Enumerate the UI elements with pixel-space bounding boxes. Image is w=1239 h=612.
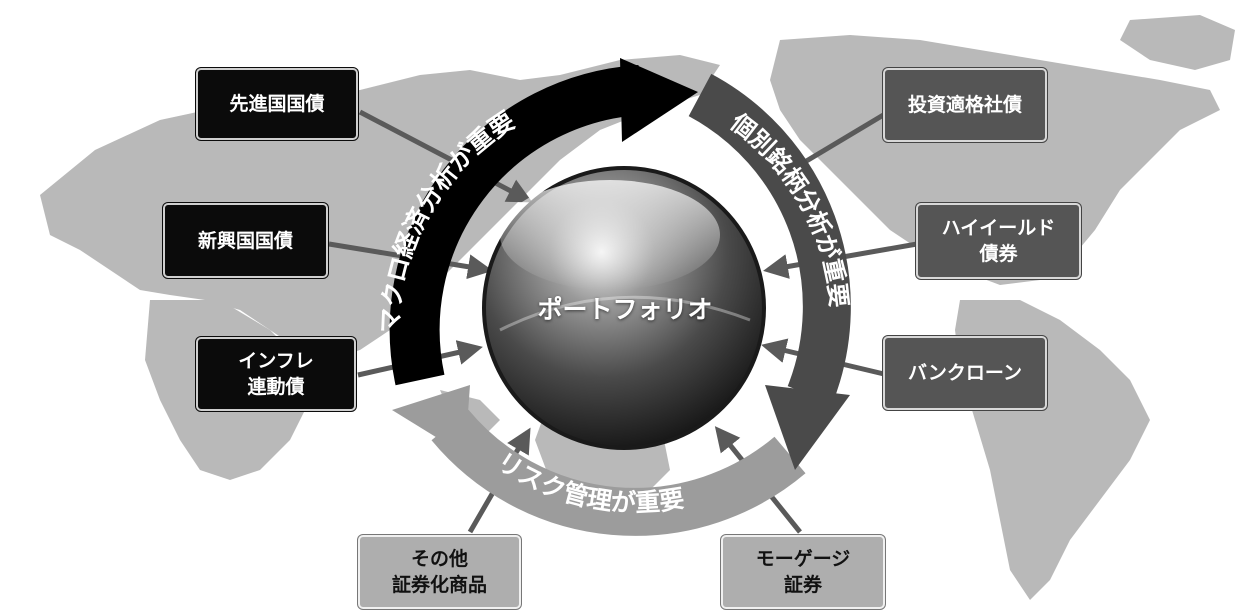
macro-arrow bbox=[389, 65, 642, 386]
box-emerging-bonds: 新興国国債 bbox=[163, 203, 328, 278]
box-other-securitized: その他 証券化商品 bbox=[358, 535, 521, 609]
box-inflation-linked: インフレ 連動債 bbox=[196, 337, 356, 411]
box-mortgage-securities: モーゲージ 証券 bbox=[721, 535, 885, 609]
macro-arrow-head bbox=[620, 58, 698, 142]
portfolio-sphere bbox=[482, 166, 766, 450]
cycle-arrows bbox=[389, 58, 851, 536]
box-developed-bonds: 先進国国債 bbox=[196, 68, 358, 140]
box-high-yield: ハイイールド 債券 bbox=[916, 203, 1081, 279]
risk-arrow-head bbox=[392, 385, 470, 455]
individual-arrow bbox=[688, 73, 851, 404]
risk-arrow bbox=[431, 409, 806, 536]
individual-arrow-head bbox=[765, 385, 850, 470]
portfolio-label: ポートフォリオ bbox=[537, 295, 713, 324]
box-bank-loans: バンクローン bbox=[883, 336, 1047, 410]
box-investment-grade: 投資適格社債 bbox=[883, 68, 1047, 142]
